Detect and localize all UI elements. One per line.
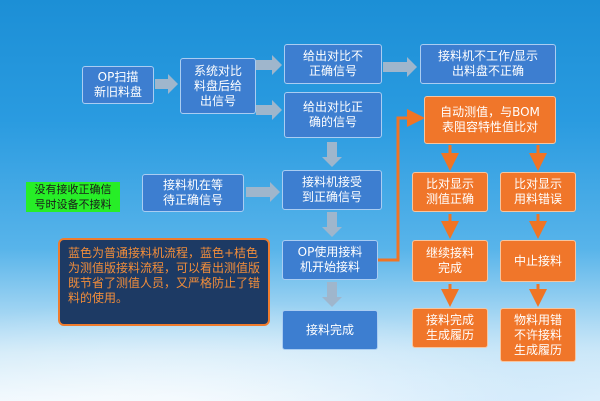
arrow-start-to-measure bbox=[378, 109, 425, 262]
node-feeder-wait: 接料机在等 待正确信号 bbox=[142, 174, 244, 212]
arrow-wrong-to-stop bbox=[383, 57, 417, 77]
node-feeder-receive: 接料机接受 到正确信号 bbox=[282, 170, 382, 210]
node-feeder-stop: 接料机不工作/显示 出料盘不正确 bbox=[420, 44, 556, 84]
legend-note: 蓝色为普通接料机流程，蓝色+桔色为测值版接料流程，可以看出测值版既节省了测值人员… bbox=[58, 238, 270, 326]
node-compare-correct: 比对显示 测值正确 bbox=[412, 172, 488, 212]
node-signal-wrong: 给出对比不 正确信号 bbox=[284, 44, 382, 84]
node-signal-correct: 给出对比正 确的信号 bbox=[284, 92, 382, 138]
node-compare-wrong: 比对显示 用料错误 bbox=[500, 172, 576, 212]
node-splice-done-record: 接料完成 生成履历 bbox=[412, 308, 488, 348]
arrow-wait-to-receive bbox=[246, 182, 280, 202]
gray-arrow-group bbox=[155, 55, 417, 307]
arrow-start-to-done bbox=[322, 282, 342, 307]
node-op-start: OP使用接料 机开始接料 bbox=[282, 240, 378, 280]
arrow-receive-to-start bbox=[322, 212, 342, 237]
node-wrong-no-splice: 物料用错 不许接料 生成履历 bbox=[500, 308, 576, 362]
node-stop-splice: 中止接料 bbox=[500, 240, 576, 282]
arrow-scan-to-compare bbox=[155, 74, 178, 94]
node-system-compare: 系统对比 料盘后给 出信号 bbox=[180, 58, 256, 114]
orange-arrow-group bbox=[378, 109, 547, 307]
arrow-correct-to-receive bbox=[322, 142, 342, 167]
node-continue-splice: 继续接料 完成 bbox=[412, 240, 488, 282]
green-warning-label: 没有接收正确信 号时设备不接料 bbox=[26, 182, 120, 212]
node-splice-done: 接料完成 bbox=[282, 310, 378, 350]
node-auto-measure: 自动测值，与BOM 表阻容特性值比对 bbox=[424, 96, 556, 144]
arrow-compare-to-wrong bbox=[256, 55, 282, 75]
arrow-compare-to-correct bbox=[256, 100, 282, 120]
node-op-scan: OP扫描 新旧料盘 bbox=[82, 66, 154, 104]
